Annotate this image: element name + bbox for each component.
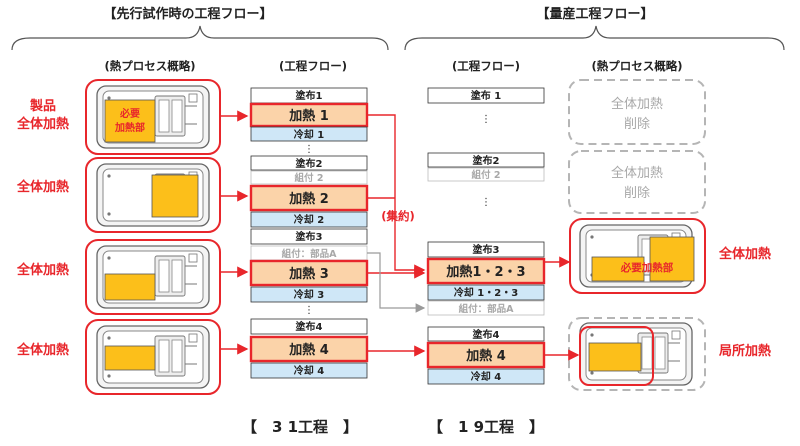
flow-heat-1: 加熱 1 xyxy=(288,108,329,124)
flow-heat-4: 加熱 4 xyxy=(288,342,329,358)
mass-flow-assemble-2: 組付 2 xyxy=(472,169,501,181)
mass-flow-heat-123: 加熱1・2・3 xyxy=(445,264,525,280)
necessary-heat-label-line2: 加熱部 xyxy=(114,121,145,134)
consolidation-line-heat1 xyxy=(367,114,426,276)
deleted-panel-1: 全体加熱 削除 xyxy=(568,79,706,145)
necessary-heat-label-line1: 必要 xyxy=(119,107,140,120)
process-flow-header-left: (工程フロー) xyxy=(279,59,347,73)
process-flow-header-right: (工程フロー) xyxy=(452,59,520,73)
flow-ellipsis-3: ⋮ xyxy=(304,305,314,316)
flow-cool-3: 冷却 3 xyxy=(294,288,324,301)
flow-heat-2: 加熱 2 xyxy=(288,191,329,207)
flow-coat-4: 塗布4 xyxy=(296,320,323,333)
total-steps-left: 【 3 1工程 】 xyxy=(242,418,358,436)
right-flow-column: 塗布 1 ⋮ 塗布2 組付 2 ⋮ 塗布3 加熱1・2・3 冷却 1・2・3 組… xyxy=(426,87,546,385)
heat-process-header-right: (熱プロセス概略) xyxy=(591,59,682,73)
deleted-panel-2-line1: 全体加熱 xyxy=(611,165,663,181)
label-product: 製品 xyxy=(29,98,56,114)
label-whole-heat-2: 全体加熱 xyxy=(16,179,69,195)
mass-device-illustration-4 xyxy=(568,317,706,391)
deleted-panel-2: 全体加熱 削除 xyxy=(568,150,706,214)
mass-flow-cool-123: 冷却 1・2・3 xyxy=(454,286,518,299)
consolidation-label: (集約) xyxy=(381,209,415,223)
deleted-panel-1-line1: 全体加熱 xyxy=(611,96,663,112)
mass-device-illustration-3: 必要加熱部 xyxy=(569,218,706,294)
assemble-a-move-line xyxy=(367,252,426,313)
right-section-header: 【量産工程フロー】 xyxy=(536,6,653,22)
left-section-header: 【先行試作時の工程フロー】 xyxy=(103,6,272,22)
necessary-heat-label-right: 必要加熱部 xyxy=(620,261,674,274)
device-illustration-2 xyxy=(85,157,221,233)
mass-flow-cool-4: 冷却 4 xyxy=(471,370,501,383)
flow-assemble-a: 組付：部品A xyxy=(282,248,338,260)
left-flow-column: 塗布1 加熱 1 冷却 1 ⋮ 塗布2 組付 2 加熱 2 冷却 2 塗布3 組… xyxy=(249,87,369,379)
right-brace xyxy=(404,25,785,51)
deleted-panel-1-line2: 削除 xyxy=(624,117,650,132)
mass-flow-coat-3: 塗布3 xyxy=(473,243,500,256)
right-label-local-heat: 局所加熱 xyxy=(719,343,771,359)
flow-coat-1: 塗布1 xyxy=(296,89,323,102)
mass-flow-ellipsis-2: ⋮ xyxy=(481,197,491,208)
mass-flow-assemble-a: 組付：部品A xyxy=(459,303,515,315)
flow-ellipsis-1: ⋮ xyxy=(304,144,314,155)
device-illustration-1: 必要 加熱部 xyxy=(85,79,221,155)
total-steps-right: 【 1 9工程 】 xyxy=(428,418,544,436)
device-illustration-3 xyxy=(85,239,221,315)
flow-cool-1: 冷却 1 xyxy=(294,128,324,141)
left-brace xyxy=(11,25,389,51)
flow-heat-3: 加熱 3 xyxy=(288,266,329,282)
label-whole-heat-4: 全体加熱 xyxy=(16,342,69,358)
deleted-panel-2-line2: 削除 xyxy=(624,186,650,201)
flow-coat-3: 塗布3 xyxy=(296,230,323,243)
label-whole-heat-1: 全体加熱 xyxy=(16,116,69,132)
right-label-whole-heat: 全体加熱 xyxy=(718,246,771,262)
flow-assemble-2: 組付 2 xyxy=(295,172,324,184)
heat-process-header-left: (熱プロセス概略) xyxy=(104,59,195,73)
mass-flow-coat-1: 塗布 1 xyxy=(471,89,501,102)
flow-coat-2: 塗布2 xyxy=(296,157,323,170)
flow-cool-2: 冷却 2 xyxy=(294,213,324,226)
mass-flow-coat-2: 塗布2 xyxy=(473,154,500,167)
device-illustration-4 xyxy=(85,319,221,395)
flow-cool-4: 冷却 4 xyxy=(294,364,324,377)
label-whole-heat-3: 全体加熱 xyxy=(16,262,69,278)
mass-flow-coat-4: 塗布4 xyxy=(473,328,500,341)
mass-flow-ellipsis-1: ⋮ xyxy=(481,114,491,125)
mass-flow-heat-4: 加熱 4 xyxy=(465,348,506,364)
